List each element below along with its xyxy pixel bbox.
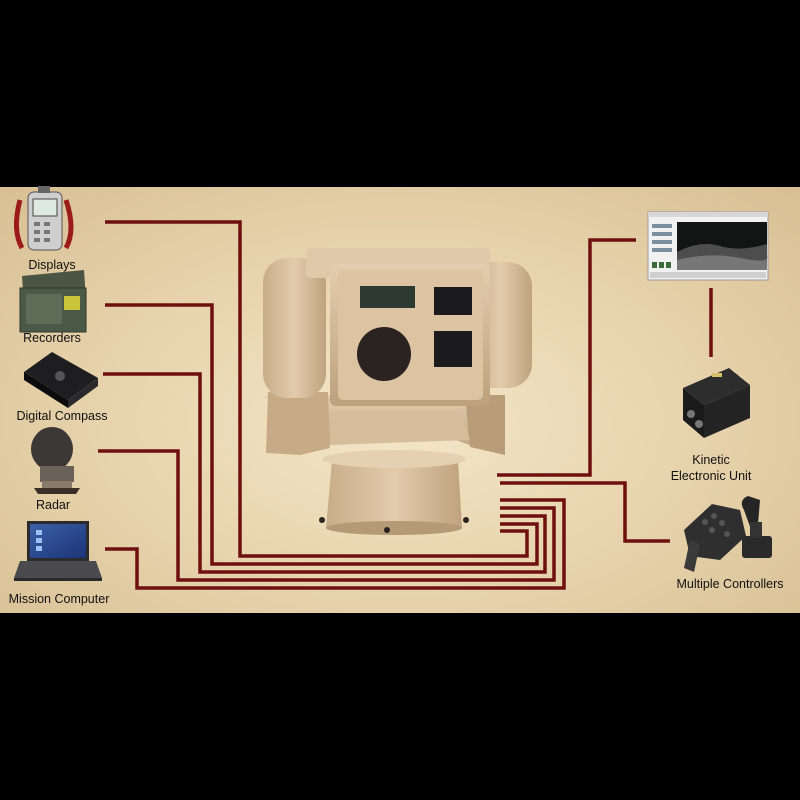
label-multiple-controllers: Multiple Controllers bbox=[676, 577, 784, 591]
lens-window-top-left bbox=[360, 286, 415, 308]
monitor-device-image bbox=[647, 211, 769, 281]
recorders-device-image bbox=[19, 270, 87, 333]
wire-controllers bbox=[500, 481, 670, 543]
digital-compass-device-image bbox=[24, 352, 98, 408]
kinetic-electronic-unit-device-image bbox=[683, 368, 750, 438]
sensor-turret bbox=[262, 248, 532, 535]
wire-radar bbox=[98, 449, 556, 582]
lens-window-bottom-right bbox=[434, 331, 472, 367]
mission-computer-device-image bbox=[14, 521, 102, 581]
radar-device-image bbox=[31, 427, 80, 494]
label-displays: Displays bbox=[28, 258, 76, 272]
label-electronic-unit: Electronic Unit bbox=[670, 469, 752, 483]
label-mission-computer: Mission Computer bbox=[8, 592, 110, 606]
wire-recorders bbox=[105, 303, 539, 566]
label-radar: Radar bbox=[35, 498, 71, 512]
lens-large-aperture bbox=[357, 327, 411, 381]
multiple-controllers-device-image bbox=[684, 496, 772, 572]
label-digital-compass: Digital Compass bbox=[16, 409, 108, 423]
label-kinetic: Kinetic bbox=[692, 453, 730, 467]
wire-mission-computer bbox=[105, 498, 566, 590]
lens-window-top-right bbox=[434, 287, 472, 315]
wire-monitor bbox=[497, 238, 636, 477]
connection-wires bbox=[98, 220, 713, 590]
label-recorders: Recorders bbox=[23, 331, 81, 345]
wire-displays bbox=[105, 220, 529, 558]
displays-device-image bbox=[14, 186, 74, 251]
wire-digital-compass bbox=[103, 372, 547, 574]
